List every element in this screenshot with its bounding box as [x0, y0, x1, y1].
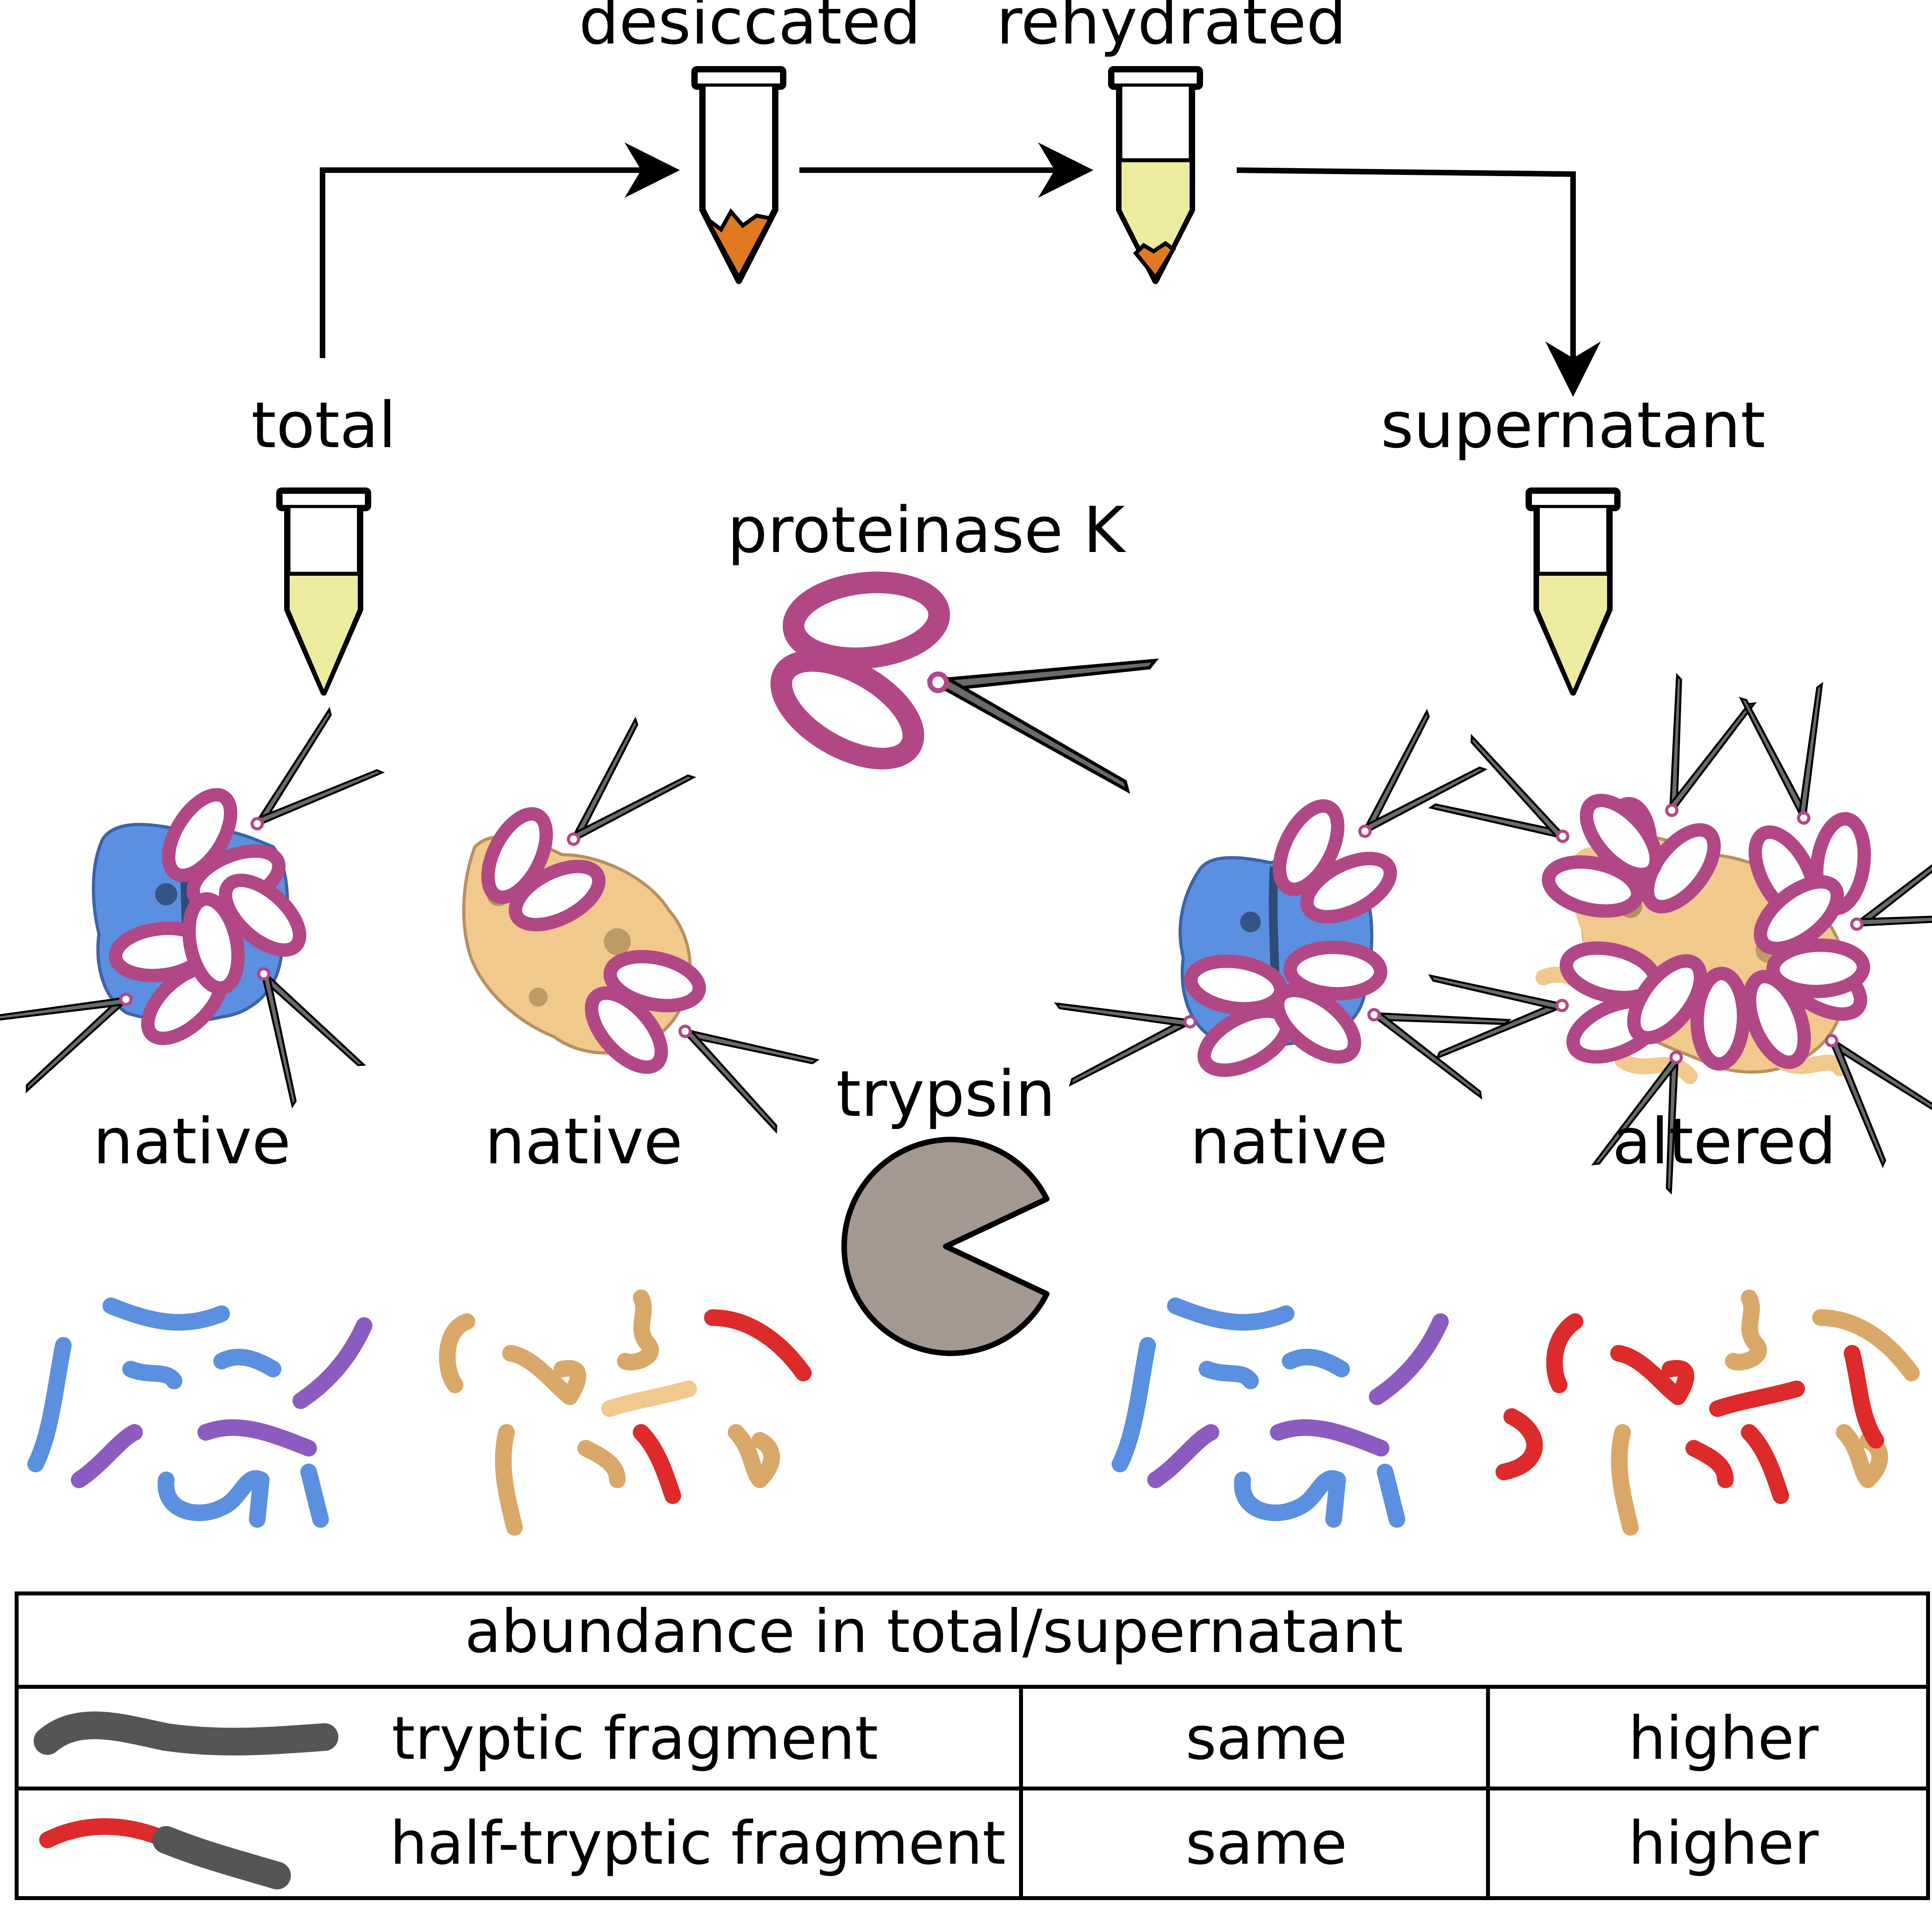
label-altered-super-tan: altered: [1612, 1104, 1836, 1178]
rehydrated-tube: [1108, 66, 1203, 284]
label-native-total-tan: native: [485, 1104, 683, 1178]
trypsin-pacman-icon: [841, 1137, 1050, 1356]
legend-row2-name: half-tryptic fragment: [390, 1809, 1006, 1878]
legend-row1-col1: same: [1186, 1704, 1347, 1773]
scissors-icon: [1052, 941, 1301, 1108]
fragment-group-total-tan: [439, 1290, 812, 1536]
dried-residue: [704, 208, 774, 282]
proteinase-k-scissors-icon: [756, 546, 1163, 827]
fragment-group-super-blue: [1112, 1297, 1449, 1528]
arrow-total-to-desiccated: [320, 142, 680, 358]
peptide-fragments: [27, 1290, 1920, 1536]
total-tube: [279, 491, 368, 692]
label-desiccated: desiccated: [579, 0, 921, 59]
label-rehydrated: rehydrated: [996, 0, 1347, 59]
arrow-rehydrated-to-supernatant: [1236, 167, 1601, 397]
legend-row2-col1: same: [1186, 1809, 1347, 1878]
residue-remnant: [1133, 241, 1176, 281]
label-total: total: [251, 388, 396, 462]
desiccated-tube: [691, 66, 786, 284]
legend-row1-name: tryptic fragment: [392, 1704, 878, 1773]
fragment-group-total-blue: [27, 1297, 372, 1528]
legend-row1-col2: higher: [1628, 1704, 1819, 1773]
legend-header: abundance in total/supernatant: [465, 1597, 1403, 1666]
legend-row2-col2: higher: [1628, 1809, 1819, 1878]
legend-table: abundance in total/supernatant tryptic f…: [15, 1591, 1930, 1900]
supernatant-tube: [1529, 491, 1617, 692]
half-tryptic-fragment-icon: [39, 1818, 291, 1889]
tryptic-fragment-icon: [34, 1711, 338, 1756]
label-trypsin: trypsin: [836, 1057, 1055, 1131]
label-supernatant: supernatant: [1381, 388, 1765, 462]
label-proteinase-k: proteinase K: [727, 493, 1126, 567]
label-native-super-blue: native: [1190, 1104, 1388, 1178]
label-native-total-blue: native: [93, 1104, 291, 1178]
fragment-group-super-altered: [1495, 1290, 1920, 1536]
